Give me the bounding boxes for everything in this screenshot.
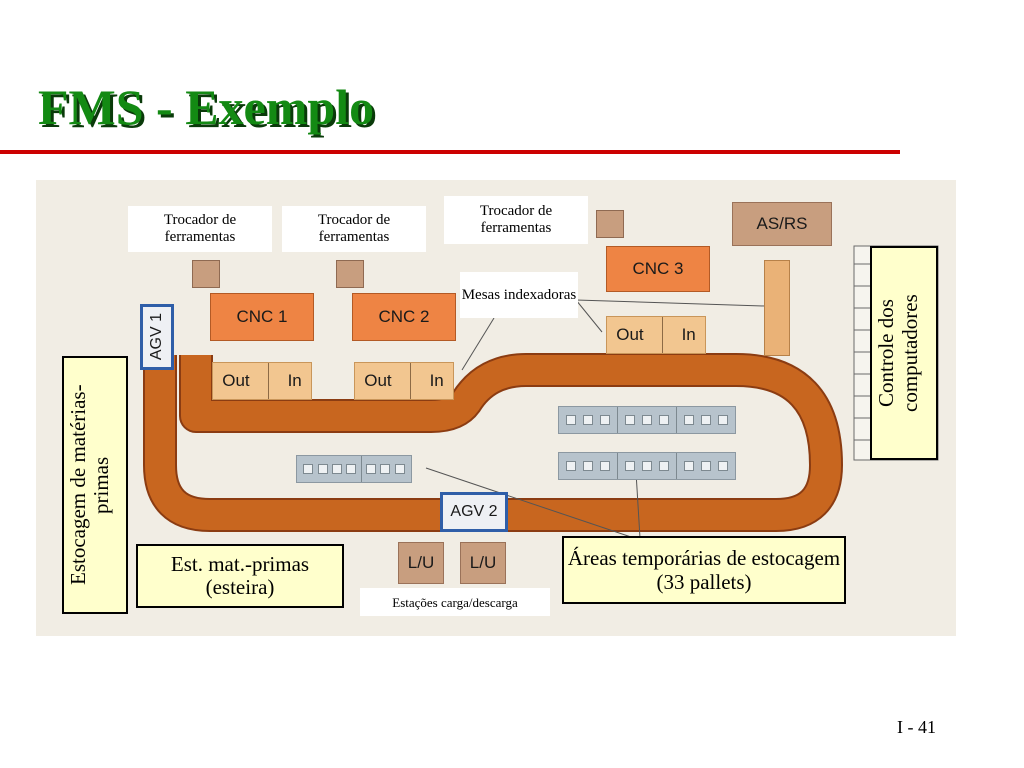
cnc-2-in-label: In [429,371,444,390]
cnc-2-out-in-station: Out In [354,362,454,400]
lu-2-label: L/U [469,553,497,572]
page-title: FMS - Exemplo [38,79,375,135]
load-unload-station-2: L/U [460,542,506,584]
cnc-3-in-label: In [681,325,696,344]
storage-rack-upper [558,406,736,434]
label-tool-changer-1: Trocador de ferramentas [128,206,272,252]
station-divider [268,363,270,399]
agv-1-label: AGV 1 [148,313,165,361]
label-tool-changer-3: Trocador de ferramentas [444,196,588,244]
title-underline [0,150,900,154]
tool-changer-3-block [596,210,624,238]
label-raw-material-storage: Estocagem de matérias-primas [62,356,128,614]
label-temporary-storage: Áreas temporárias de estocagem (33 palle… [562,536,846,604]
cnc-3-out-label: Out [616,325,644,344]
asrs-label: AS/RS [756,214,808,233]
load-unload-station-1: L/U [398,542,444,584]
label-raw-material-conveyor: Est. mat.-primas (esteira) [136,544,344,608]
cnc-1-label: CNC 1 [236,307,288,326]
cnc-3-out-in-station: Out In [606,316,706,354]
label-indexing-tables: Mesas indexadoras [460,272,578,318]
page-number: I - 41 [897,717,936,737]
cnc-1-in-label: In [287,371,302,390]
asrs-conveyor [764,260,790,356]
cnc-3-label: CNC 3 [632,259,684,278]
cnc-2: CNC 2 [352,293,456,341]
cnc-1: CNC 1 [210,293,314,341]
station-divider [662,317,664,353]
tool-changer-1-block [192,260,220,288]
station-divider [410,363,412,399]
agv-track-fill [145,355,841,530]
cnc-2-label: CNC 2 [378,307,430,326]
cnc-1-out-label: Out [222,371,250,390]
label-computer-control: Controle dos computadores [870,246,938,460]
lu-1-label: L/U [407,553,435,572]
cnc-1-out-in-station: Out In [212,362,312,400]
fms-layout-diagram: CNC 1 CNC 2 CNC 3 AS/RS Out In Out In Ou… [36,180,956,636]
tool-changer-2-block [336,260,364,288]
storage-rack-lower [558,452,736,480]
agv-2-label: AGV 2 [450,503,498,520]
cnc-2-out-label: Out [364,371,392,390]
label-tool-changer-2: Trocador de ferramentas [282,206,426,252]
leader-lines [425,299,765,539]
label-load-stations: Estações carga/descarga [360,588,550,616]
agv-2: AGV 2 [440,492,508,532]
cnc-3: CNC 3 [606,246,710,292]
agv-1: AGV 1 [140,304,174,370]
asrs-unit: AS/RS [732,202,832,246]
storage-rack-left [296,455,412,483]
